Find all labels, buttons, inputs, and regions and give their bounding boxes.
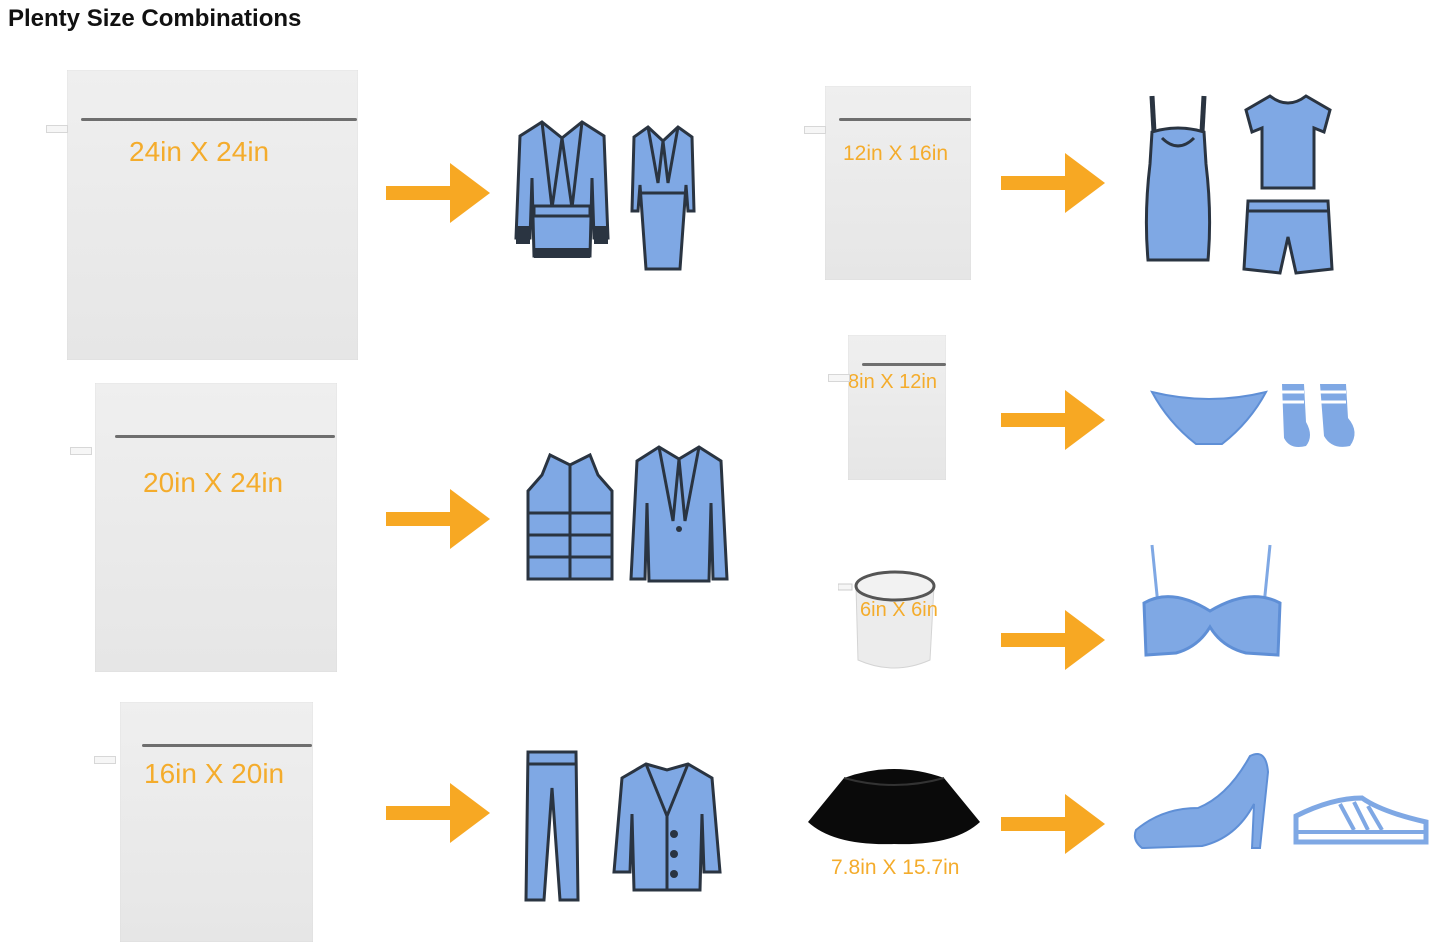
bag-size-label: 7.8in X 15.7in — [831, 856, 960, 879]
arrow-right-icon — [1001, 153, 1105, 213]
tshirt-icon — [1244, 94, 1332, 190]
bag-size-label: 6in X 6in — [860, 599, 938, 621]
sneaker-icon — [1293, 795, 1429, 845]
bag-tag-icon — [70, 447, 92, 455]
page-title: Plenty Size Combinations — [8, 5, 302, 32]
shorts-icon — [1242, 199, 1334, 275]
bag-size-label: 24in X 24in — [129, 136, 270, 167]
jeans-icon — [524, 750, 580, 902]
bag-tag-icon — [94, 756, 116, 764]
zipper — [81, 118, 357, 121]
zipper — [862, 363, 946, 366]
cardigan-icon — [514, 120, 610, 258]
zipper — [115, 435, 335, 438]
suit-dress-icon — [630, 125, 696, 271]
panties-icon — [1150, 390, 1268, 445]
bag-size-label: 16in X 20in — [144, 758, 285, 789]
bag-tag-icon — [46, 125, 68, 133]
bra-icon — [1142, 544, 1282, 657]
high-heel-icon — [1133, 753, 1270, 850]
laundry-bag-8x12: 8in X 12in — [848, 335, 946, 480]
laundry-bag-16x20: 16in X 20in — [120, 702, 313, 942]
arrow-right-icon — [386, 489, 490, 549]
bag-size-label: 8in X 12in — [848, 371, 937, 393]
laundry-bag-20x24: 20in X 24in — [95, 383, 337, 672]
jacket-icon — [612, 762, 722, 892]
bag-size-label: 20in X 24in — [143, 467, 284, 498]
arrow-right-icon — [1001, 610, 1105, 670]
laundry-bag-12x16: 12in X 16in — [825, 86, 971, 280]
bag-size-label: 12in X 16in — [843, 142, 949, 165]
bag-tag-icon — [804, 126, 826, 134]
arrow-right-icon — [386, 163, 490, 223]
socks-icon — [1282, 384, 1355, 447]
bag-tag-icon — [828, 374, 850, 382]
round-laundry-bag-6x6 — [838, 570, 936, 669]
slip-dress-icon — [1144, 95, 1212, 262]
zipper — [839, 118, 971, 121]
arrow-right-icon — [1001, 390, 1105, 450]
arrow-right-icon — [386, 783, 490, 843]
blazer-icon — [629, 445, 729, 583]
black-shoe-bag — [808, 769, 980, 845]
arrow-right-icon — [1001, 794, 1105, 854]
zipper — [142, 744, 312, 747]
puffer-vest-icon — [526, 452, 614, 581]
laundry-bag-24x24: 24in X 24in — [67, 70, 358, 360]
